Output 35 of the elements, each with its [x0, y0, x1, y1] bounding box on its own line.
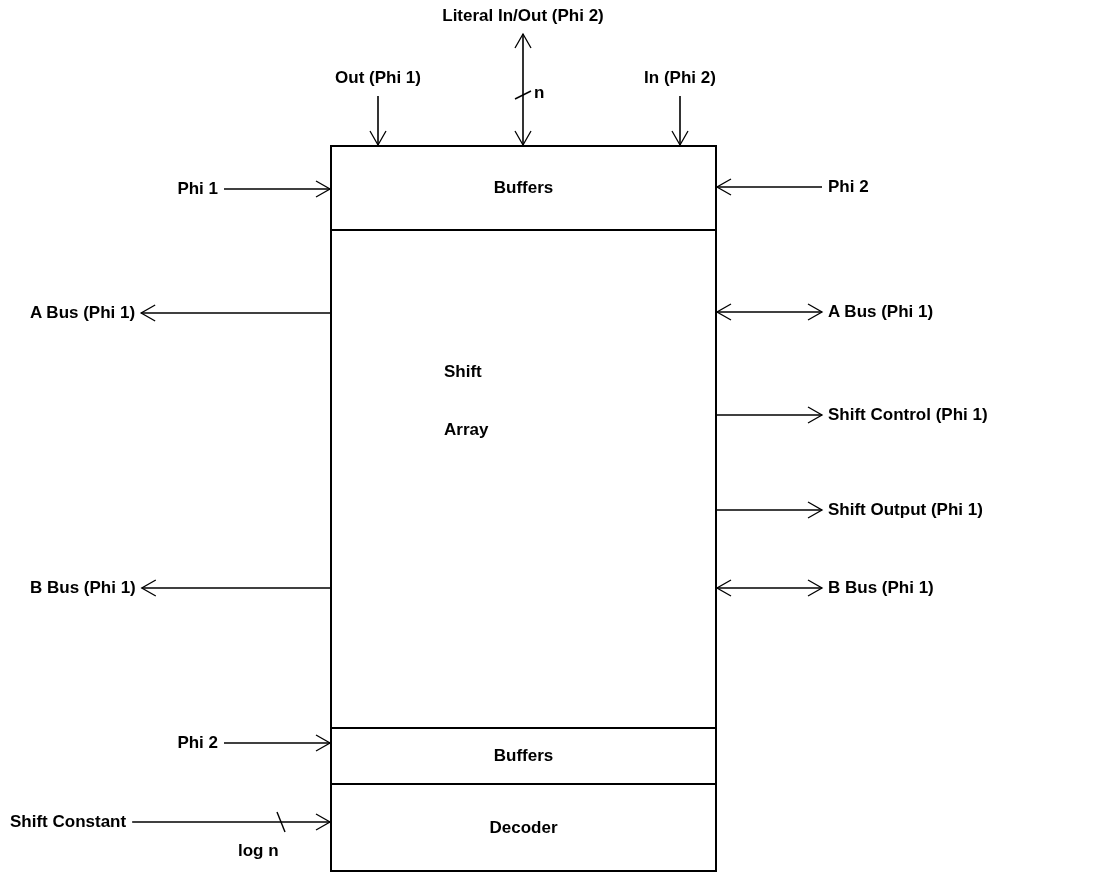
arrow [671, 95, 689, 146]
signal-label: Shift Control (Phi 1) [828, 403, 988, 427]
block-label: Decoder [489, 816, 558, 839]
arrow [716, 303, 823, 321]
block-section [330, 727, 717, 785]
signal-label: Out (Phi 1) [335, 66, 421, 90]
arrow [131, 811, 331, 833]
arrow [514, 33, 532, 146]
arrow [141, 579, 331, 597]
signal-label: Shift Constant [10, 810, 127, 834]
block-section [330, 229, 717, 729]
arrow [716, 178, 823, 196]
arrow [223, 734, 331, 752]
block-label: Shift Array [444, 361, 490, 441]
arrow [716, 501, 823, 519]
arrow [369, 95, 387, 146]
block-label: Buffers [493, 177, 554, 200]
block-section [330, 145, 717, 231]
signal-label: B Bus (Phi 1) [30, 576, 136, 600]
arrow [716, 406, 823, 424]
signal-label: In (Phi 2) [644, 66, 716, 90]
signal-label: B Bus (Phi 1) [828, 576, 934, 600]
edge-label: log n [236, 842, 281, 859]
signal-label: Phi 1 [177, 177, 218, 201]
arrow [140, 304, 331, 322]
signal-label: Literal In/Out (Phi 2) [442, 4, 604, 28]
signal-label: Phi 2 [828, 175, 869, 199]
signal-label: Phi 2 [177, 731, 218, 755]
block-label: Buffers [493, 745, 554, 768]
block-section [330, 783, 717, 872]
signal-label: A Bus (Phi 1) [30, 301, 136, 325]
arrow [716, 579, 823, 597]
arrow [223, 180, 331, 198]
signal-label: Shift Output (Phi 1) [828, 498, 983, 522]
signal-label: A Bus (Phi 1) [828, 300, 934, 324]
